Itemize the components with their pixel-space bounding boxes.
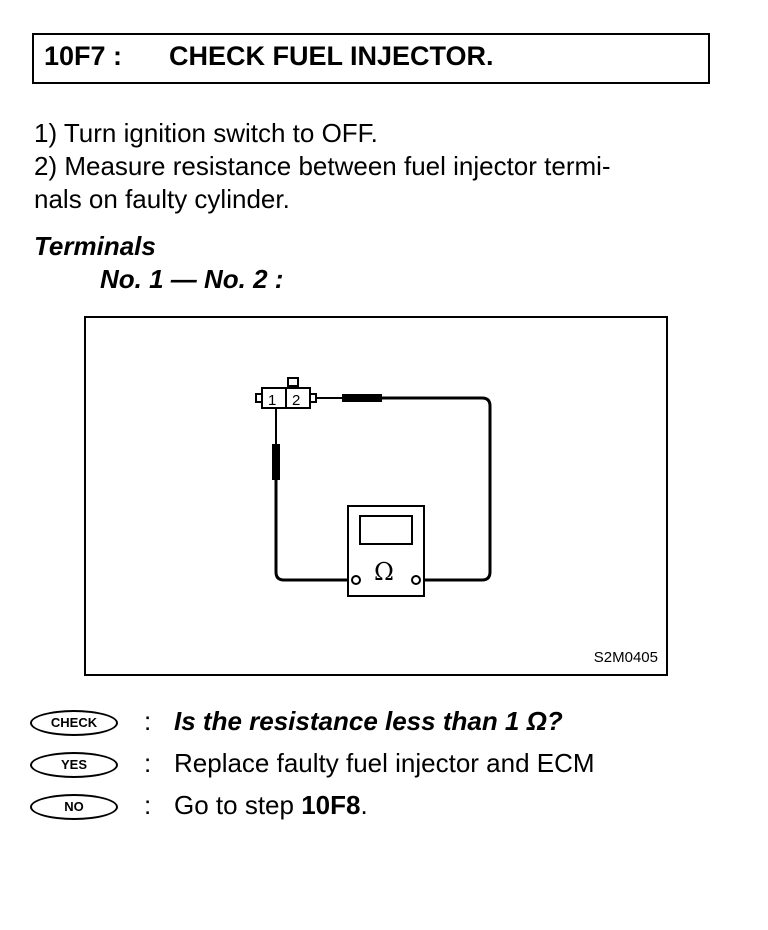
yes-action: Replace faulty fuel injector and ECM (174, 748, 595, 778)
ohm-symbol: Ω (374, 558, 394, 586)
yes-colon: : (144, 748, 152, 778)
no-action-suffix: . (360, 790, 368, 820)
step-title-box: 10F7 : CHECK FUEL INJECTOR. (32, 33, 710, 84)
instruction-step-2-continued: nals on faulty cylinder. (34, 184, 290, 214)
check-colon: : (144, 706, 152, 736)
figure-code: S2M0405 (593, 649, 658, 666)
check-question: Is the resistance less than 1 Ω? (174, 706, 563, 736)
terminals-pair: No. 1 — No. 2 : (100, 264, 284, 294)
probe-terminal-1 (272, 408, 352, 582)
no-action: Go to step 10F8. (174, 790, 368, 821)
instruction-step-2: 2) Measure resistance between fuel injec… (34, 151, 611, 181)
injector-connector: 1 2 (255, 377, 317, 409)
instruction-step-1: 1) Turn ignition switch to OFF. (34, 118, 378, 148)
check-badge: CHECK (30, 710, 118, 736)
no-action-prefix: Go to step (174, 790, 302, 820)
step-title: CHECK FUEL INJECTOR. (169, 41, 494, 71)
terminals-heading: Terminals (34, 231, 156, 261)
no-badge: NO (30, 794, 118, 820)
yes-row: YES : Replace faulty fuel injector and E… (30, 748, 730, 784)
circuit-drawing: 1 2 Ω (255, 377, 492, 597)
terminal-2-label: 2 (292, 392, 300, 409)
yes-badge: YES (30, 752, 118, 778)
instruction-list: 1) Turn ignition switch to OFF. 2) Measu… (34, 117, 724, 216)
probe-terminal-2 (316, 394, 492, 582)
no-colon: : (144, 790, 152, 820)
step-code: 10F7 : (44, 41, 123, 71)
no-row: NO : Go to step 10F8. (30, 790, 730, 826)
no-action-step[interactable]: 10F8 (301, 790, 361, 820)
check-row: CHECK : Is the resistance less than 1 Ω? (30, 706, 730, 742)
terminal-1-label: 1 (268, 392, 276, 409)
ohmmeter: Ω (347, 505, 425, 597)
measurement-diagram: 1 2 Ω S2M0405 (84, 316, 668, 676)
